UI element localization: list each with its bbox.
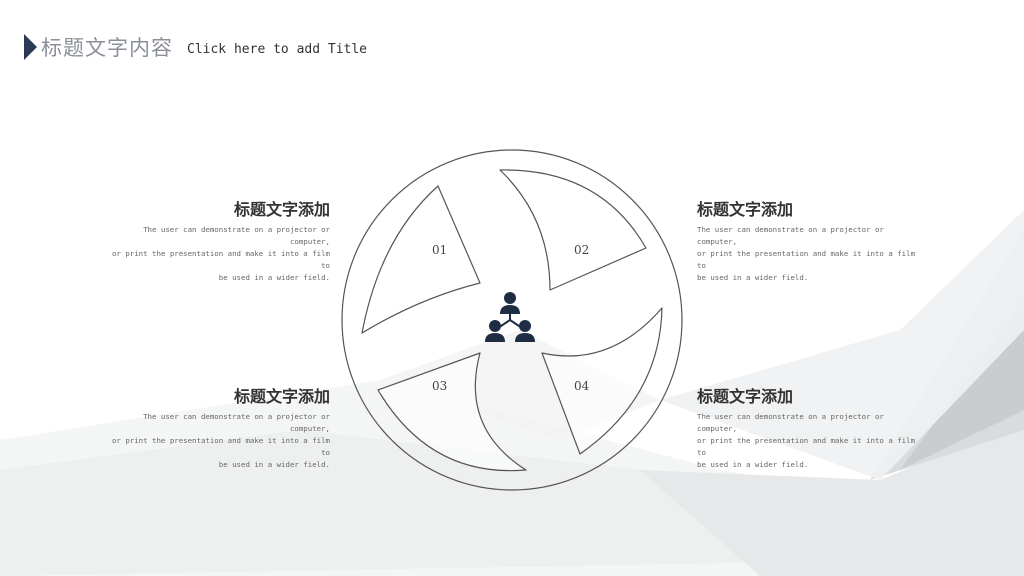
card-line: be used in a wider field. [218,273,330,282]
card-heading: 标题文字添加 [697,387,794,406]
card-body: The user can demonstrate on a projector … [697,224,921,284]
pinwheel-diagram: 01 02 03 04 [341,149,683,491]
segment-01[interactable] [361,185,481,334]
slide-title-en[interactable]: Click here to add Title [187,41,368,57]
card-line: or print the presentation and make it in… [697,436,916,457]
title-marker-icon [24,34,37,60]
card-line: The user can demonstrate on a projector … [143,412,330,433]
card-line: or print the presentation and make it in… [111,436,330,457]
card-line: be used in a wider field. [218,460,330,469]
text-card-top-left[interactable]: 标题文字添加 The user can demonstrate on a pro… [106,196,330,284]
slide-title-cn[interactable]: 标题文字内容 [41,36,173,60]
slide-title-bar: 标题文字内容 Click here to add Title [24,32,367,62]
card-line: or print the presentation and make it in… [697,249,916,270]
card-heading: 标题文字添加 [697,200,794,219]
card-line: or print the presentation and make it in… [111,249,330,270]
text-card-bottom-right[interactable]: 标题文字添加 The user can demonstrate on a pro… [697,383,921,471]
segment-number-01: 01 [432,243,447,257]
card-line: be used in a wider field. [697,460,809,469]
segment-04[interactable] [541,307,663,455]
card-body: The user can demonstrate on a projector … [106,224,330,284]
text-card-top-right[interactable]: 标题文字添加 The user can demonstrate on a pro… [697,196,921,284]
text-card-bottom-left[interactable]: 标题文字添加 The user can demonstrate on a pro… [106,383,330,471]
card-line: The user can demonstrate on a projector … [697,225,884,246]
card-line: be used in a wider field. [697,273,809,282]
card-line: The user can demonstrate on a projector … [697,412,884,433]
card-line: The user can demonstrate on a projector … [143,225,330,246]
card-heading: 标题文字添加 [233,387,330,406]
outer-ring [341,149,683,491]
card-heading: 标题文字添加 [233,200,330,219]
segment-number-03: 03 [432,379,447,393]
segment-03[interactable] [377,352,527,472]
segment-02[interactable] [499,169,647,291]
segment-number-02: 02 [574,243,589,257]
card-body: The user can demonstrate on a projector … [697,411,921,471]
segment-number-04: 04 [574,379,590,393]
team-hierarchy-icon [485,292,535,342]
card-body: The user can demonstrate on a projector … [106,411,330,471]
